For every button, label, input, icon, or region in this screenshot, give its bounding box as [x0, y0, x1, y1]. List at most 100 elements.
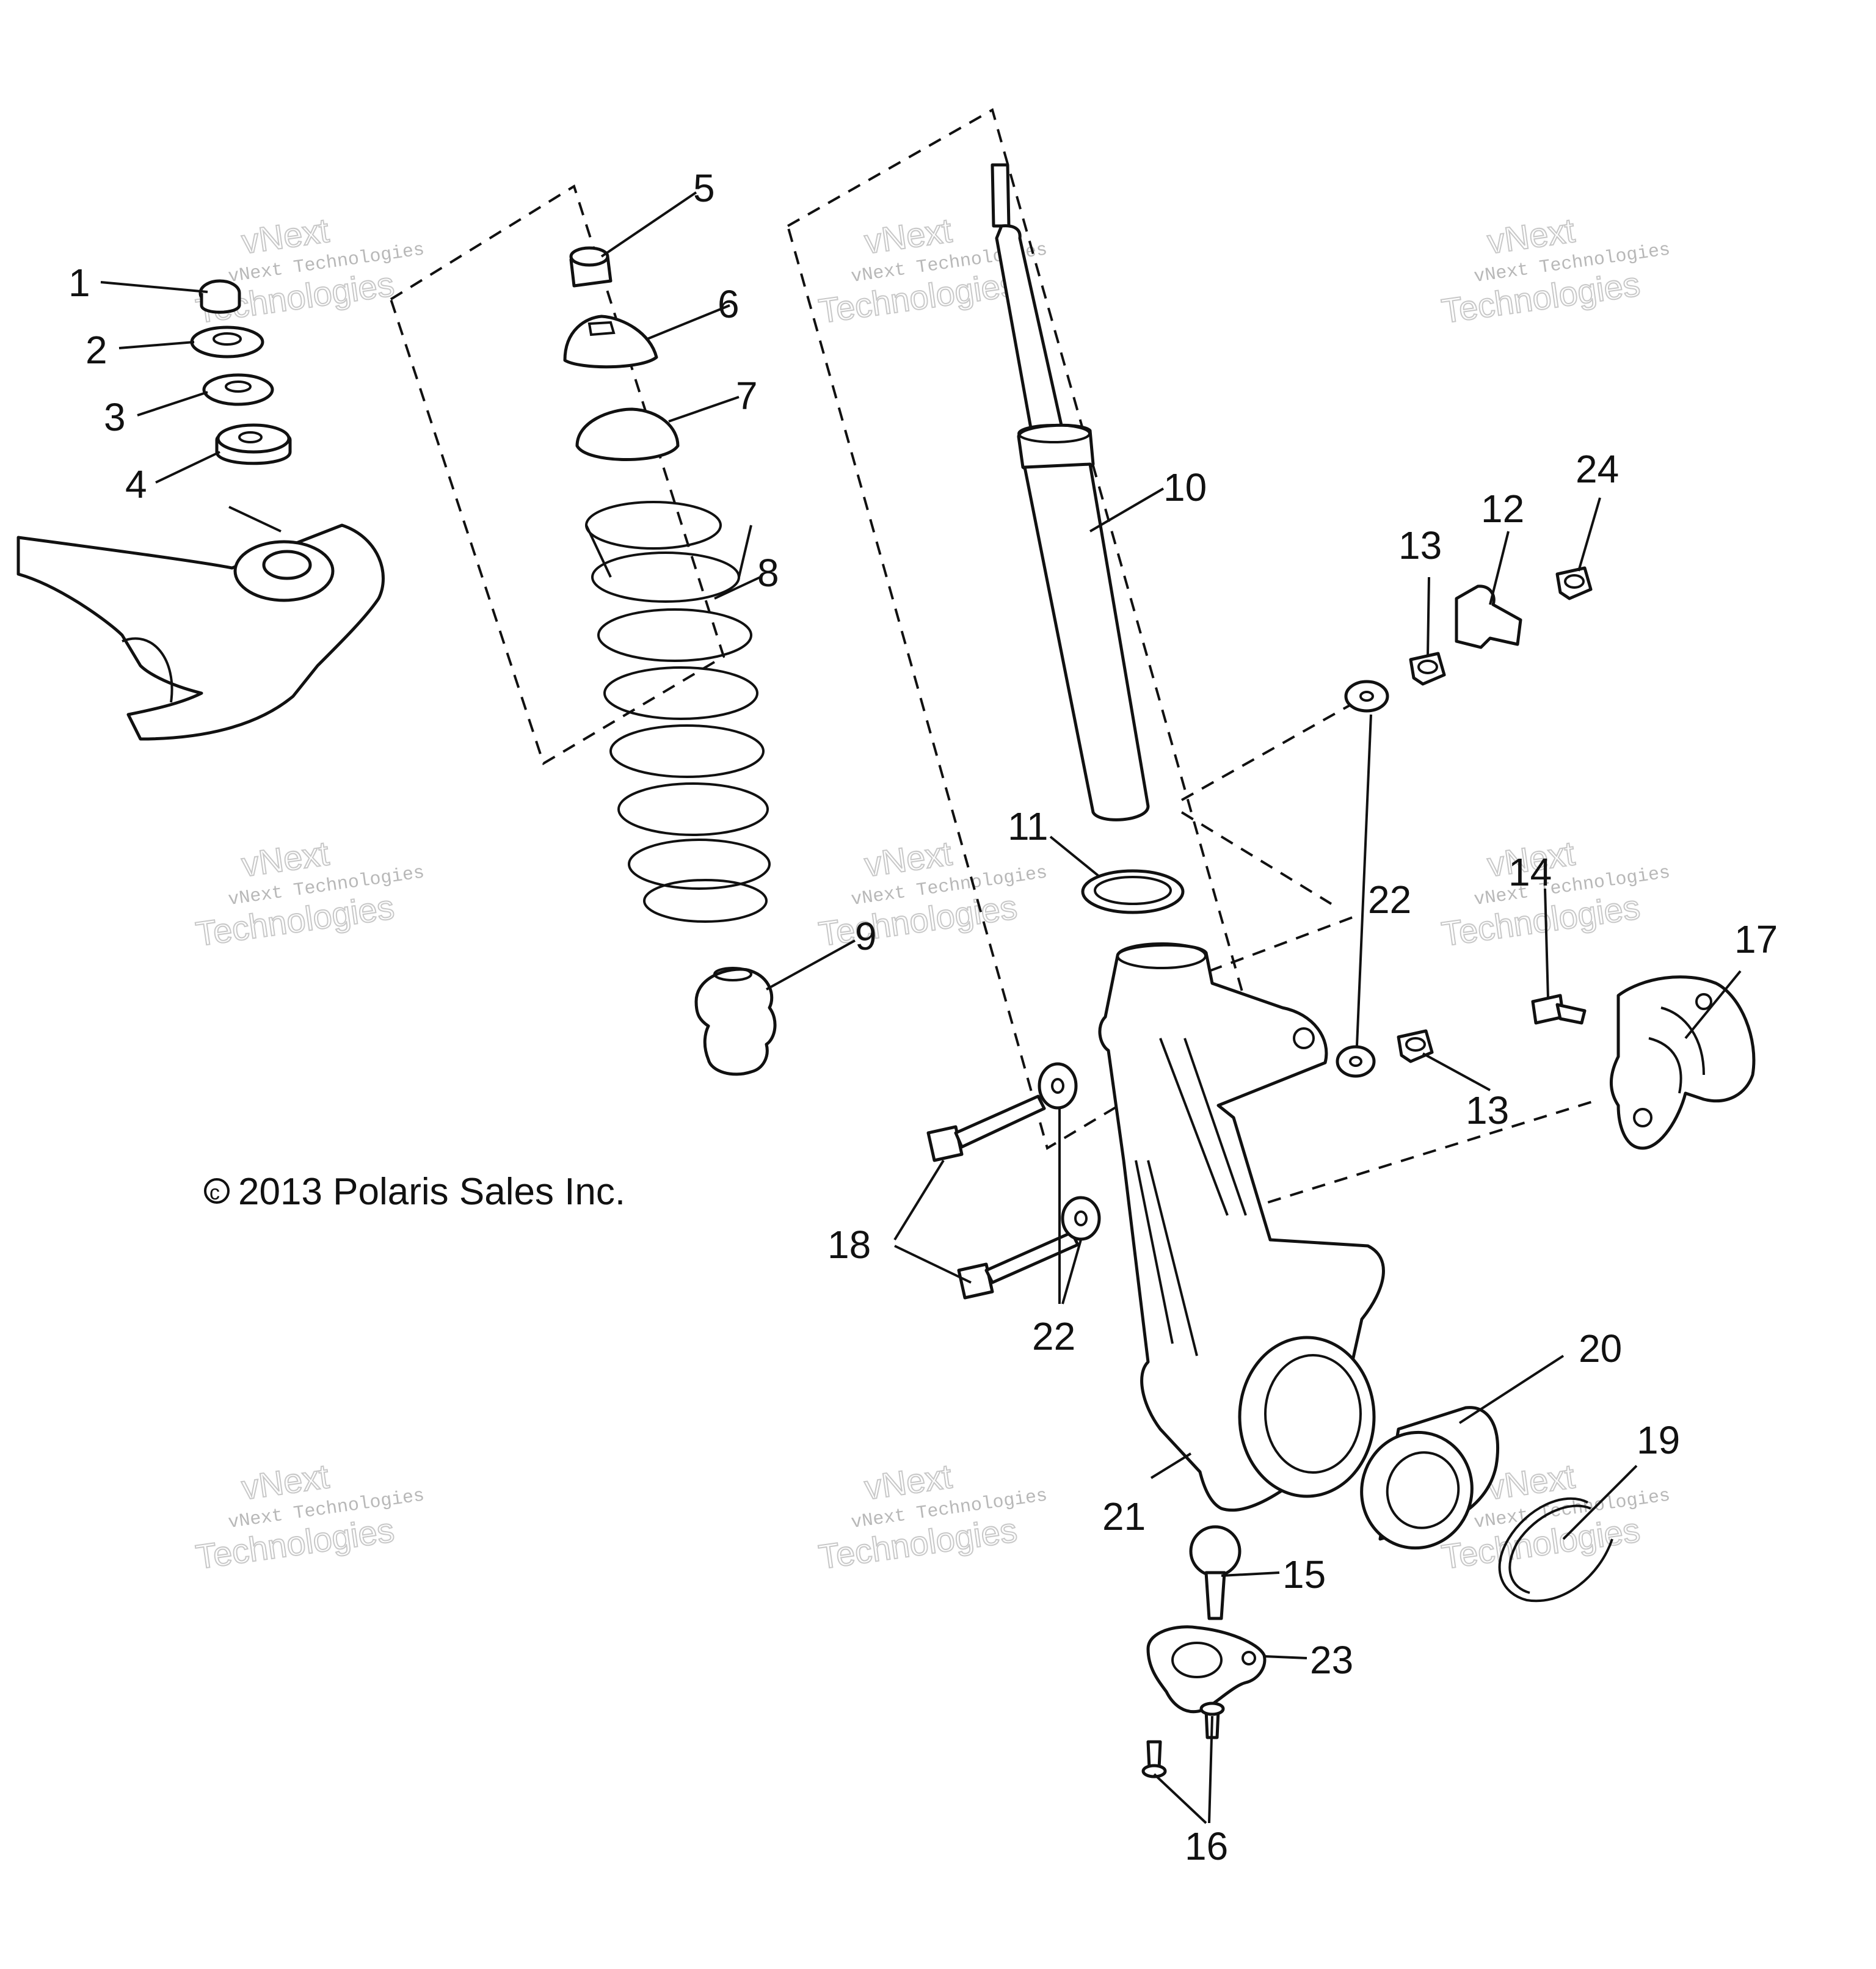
spring-stack [563, 246, 777, 1076]
part-22-washer-left-lower [1061, 1196, 1101, 1241]
left-dashed-box [389, 184, 725, 765]
svg-text:vNext: vNext [239, 211, 332, 261]
svg-text:vNext: vNext [862, 1457, 954, 1507]
copyright-symbol: c [209, 1181, 220, 1204]
leader-13b [1422, 1052, 1491, 1091]
callout-22b: 22 [1032, 1314, 1075, 1358]
watermark: vNext vNext Technologies Technologies [1439, 833, 1671, 954]
part-20-bearing [1360, 1406, 1500, 1550]
leader-lines [100, 191, 1742, 1824]
callout-24: 24 [1576, 447, 1619, 491]
leader-20 [1458, 1355, 1565, 1424]
leader-10 [1089, 487, 1165, 533]
watermark: vNext vNext Technologies Technologies [193, 1456, 426, 1577]
bearing-group [1360, 1406, 1613, 1603]
part-10-shock-absorber [991, 163, 1150, 821]
leader-15 [1221, 1571, 1280, 1577]
leader-1 [100, 281, 208, 293]
callout-9: 9 [855, 914, 877, 958]
leader-11 [1049, 835, 1100, 878]
part-18-bolt-upper [926, 1094, 1046, 1162]
callout-8: 8 [757, 551, 779, 595]
leader-18b [894, 1245, 972, 1284]
part-17-caliper [1609, 975, 1756, 1150]
mount-stack-left [190, 279, 292, 465]
part-13-nut-upper [1409, 652, 1446, 686]
callout-13b: 13 [1466, 1088, 1509, 1132]
leader-9 [766, 939, 856, 991]
leader-5 [600, 191, 697, 258]
leader-24 [1577, 497, 1601, 572]
copyright-notice: c 2013 Polaris Sales Inc. [204, 1171, 625, 1213]
leader-17 [1684, 970, 1742, 1039]
bolt-group [926, 1062, 1101, 1300]
watermark: vNext vNext Technologies Technologies [193, 833, 426, 954]
svg-text:vNext: vNext [862, 834, 954, 884]
callout-18: 18 [827, 1223, 871, 1267]
callout-12: 12 [1481, 487, 1524, 531]
svg-text:vNext: vNext [239, 1457, 332, 1507]
callout-7: 7 [736, 374, 758, 418]
part-19-snap-ring [1498, 1497, 1613, 1603]
part-22-washer-left-upper [1038, 1062, 1078, 1110]
leader-7 [668, 396, 740, 423]
part-5-nut [569, 246, 613, 288]
part-22-washer-upper [1344, 680, 1389, 713]
leader-23 [1263, 1655, 1307, 1659]
leader-2 [118, 341, 195, 349]
callout-14: 14 [1508, 850, 1552, 894]
knuckle-dashed-guide-side [1209, 915, 1356, 972]
leader-8 [714, 576, 761, 600]
part-1-nut [198, 279, 241, 314]
part-24-nut [1555, 566, 1593, 600]
copyright-icon [204, 1178, 230, 1204]
part-6-upper-cup [563, 315, 658, 369]
caliper-dashed-guide [1245, 1098, 1601, 1210]
callout-16: 16 [1185, 1824, 1228, 1868]
leader-18a [893, 1159, 945, 1241]
watermark: vNext vNext Technologies Technologies [816, 1456, 1049, 1577]
part-2-washer [190, 326, 264, 358]
callout-1: 1 [68, 261, 90, 305]
watermark: vNext vNext Technologies Technologies [816, 210, 1049, 331]
leader-12 [1489, 531, 1510, 605]
svg-text:vNext: vNext [239, 834, 332, 884]
callout-2: 2 [85, 328, 107, 372]
callout-15: 15 [1282, 1552, 1326, 1596]
callout-labels: 1 2 3 4 5 6 7 8 9 10 11 12 13 13 14 15 1… [68, 166, 1778, 1868]
part-18-bolt-lower [957, 1231, 1080, 1300]
callout-6: 6 [718, 282, 740, 326]
part-7-seat [575, 407, 680, 461]
part-11-o-ring [1081, 869, 1185, 914]
knuckle-dashed-guide-top [1180, 704, 1350, 905]
leader-19 [1562, 1465, 1638, 1540]
caliper-group [1531, 975, 1756, 1150]
leader-6 [647, 304, 730, 340]
callout-23: 23 [1310, 1638, 1353, 1682]
leader-22b [1058, 1108, 1082, 1305]
part-21-knuckle [1098, 942, 1385, 1512]
part-8-spring [585, 501, 771, 923]
callout-11: 11 [1008, 804, 1048, 848]
a-arm [16, 506, 385, 741]
leader-16 [1153, 1716, 1213, 1824]
callout-10: 10 [1163, 465, 1207, 509]
copyright-text: 2013 Polaris Sales Inc. [238, 1171, 625, 1213]
part-9-bump-stop [694, 967, 777, 1076]
leader-13a [1427, 577, 1430, 657]
part-15-ball-joint [1189, 1525, 1242, 1620]
part-4-bushing [215, 423, 292, 465]
callout-19: 19 [1637, 1418, 1680, 1462]
ball-joint-group [1141, 1525, 1267, 1778]
part-3-washer [202, 373, 274, 406]
part-22-washer-mid [1336, 1045, 1376, 1078]
callout-3: 3 [104, 395, 126, 439]
callout-13a: 13 [1398, 523, 1442, 567]
part-23-plate [1146, 1625, 1267, 1714]
leader-14 [1544, 888, 1549, 999]
callout-17: 17 [1734, 917, 1778, 961]
svg-text:vNext: vNext [1485, 211, 1577, 261]
callout-5: 5 [693, 166, 715, 210]
callout-22a: 22 [1368, 878, 1411, 922]
